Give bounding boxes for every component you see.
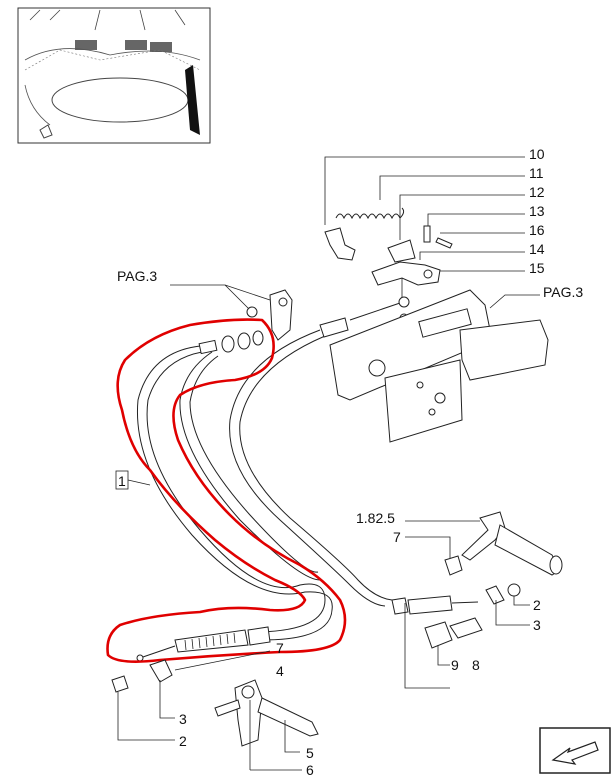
callout-labels: 10 11 12 13 16 14 15 PAG.3 PAG.3 1 1.82.…	[115, 146, 583, 775]
callout-15: 15	[529, 260, 545, 276]
callout-11: 11	[529, 165, 544, 181]
callout-14: 14	[529, 241, 545, 257]
callout-1: 1	[118, 473, 126, 489]
callout-6: 6	[306, 762, 314, 775]
callout-4: 4	[276, 663, 284, 679]
highlight-outline	[106, 318, 347, 663]
callout-13: 13	[529, 203, 545, 219]
callout-7-right: 7	[393, 529, 401, 545]
cables	[136, 317, 479, 662]
callout-3-left: 3	[179, 711, 187, 727]
callout-12: 12	[529, 184, 545, 200]
page-ref-1825[interactable]: 1.82.5	[356, 510, 395, 526]
bottom-parts	[111, 650, 319, 770]
callout-9: 9	[451, 657, 459, 673]
callout-3-right: 3	[533, 617, 541, 633]
callout-7-bottom: 7	[276, 640, 284, 656]
right-lower-parts	[404, 511, 563, 689]
callout-8: 8	[472, 657, 480, 673]
callout-2-left: 2	[179, 733, 187, 749]
callout-2-right: 2	[533, 597, 541, 613]
callout-1-box	[115, 470, 129, 490]
upper-bracket-parts	[324, 156, 525, 323]
callout-5: 5	[306, 745, 314, 761]
page-ref-right[interactable]: PAG.3	[543, 284, 583, 300]
page-ref-left[interactable]: PAG.3	[117, 268, 157, 284]
support-plate	[329, 289, 549, 443]
left-pivot	[170, 284, 293, 341]
next-page-arrow-icon[interactable]	[539, 727, 611, 774]
inset-view	[17, 7, 211, 144]
callout-16: 16	[529, 222, 545, 238]
callout-10: 10	[529, 146, 545, 162]
